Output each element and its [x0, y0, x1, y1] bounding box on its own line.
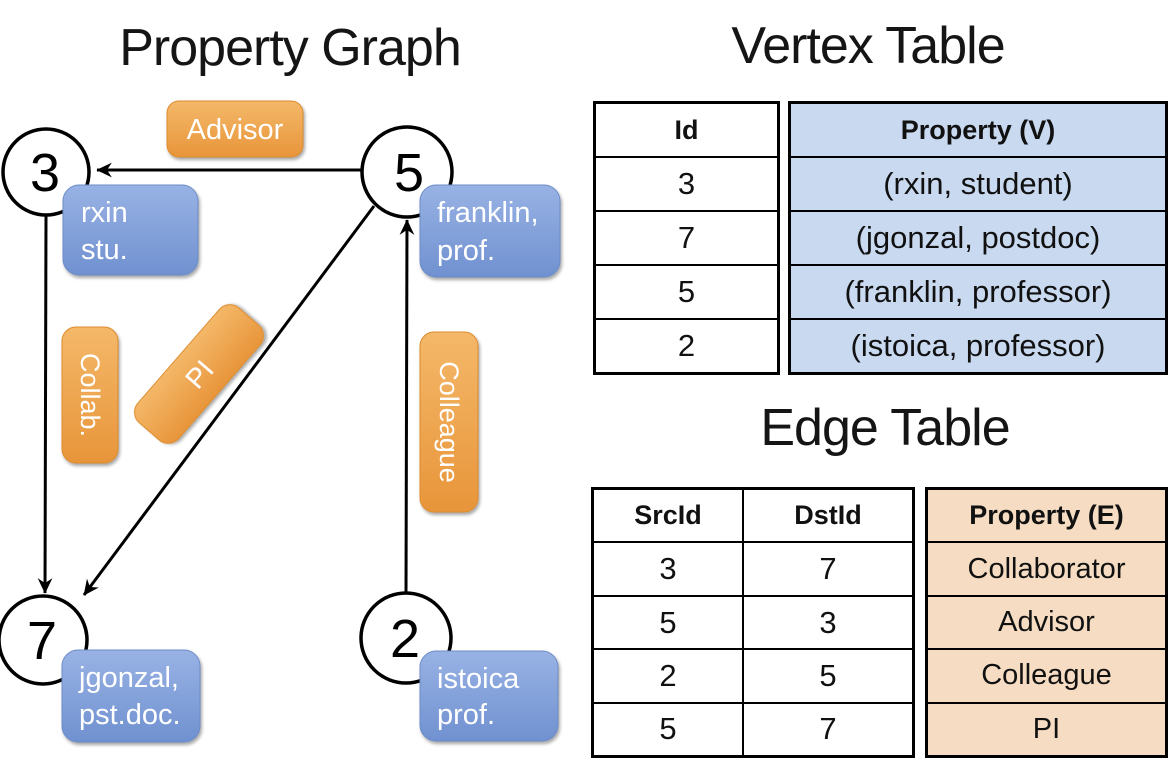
edge-table-title: Edge Table: [760, 399, 1010, 457]
edge-label-collab-text: Collab.: [75, 353, 105, 437]
edge-table-property-cell: PI: [928, 701, 1165, 756]
edge-table-dstid-cell: 7: [819, 711, 837, 747]
edge-table-header-dstid: DstId: [794, 500, 862, 531]
vertex-prop-3-line2: stu.: [81, 234, 128, 266]
vertex-prop-box-5: franklin, prof.: [419, 184, 561, 278]
edge-table-srcid-cell: 3: [594, 543, 744, 595]
property-graph-diagram: 3 5 7 2 Advisor Collab. PI Collea: [0, 100, 561, 743]
edge-table-dstid-cell: 7: [819, 551, 837, 587]
vertex-table-property-cell: (rxin, student): [791, 156, 1165, 210]
edge-table-dstid-cell: 3: [819, 604, 837, 640]
vertex-prop-5-line2: prof.: [437, 235, 495, 267]
vertex-prop-box-3: rxin stu.: [62, 184, 199, 276]
vertex-prop-5-line1: franklin,: [437, 197, 539, 229]
edge-table-header-srcid: SrcId: [594, 490, 744, 542]
vertex-prop-7-line1: jgonzal,: [78, 662, 179, 694]
edge-table-property-cell: Colleague: [928, 648, 1165, 702]
edge-table-srcid-cell: 5: [594, 703, 744, 756]
vertex-table-id-cell: 3: [596, 156, 777, 210]
edge-table-srcid-cell: 5: [594, 596, 744, 649]
vertex-prop-box-2: istoica prof.: [419, 650, 559, 742]
edge-label-colleague-text: Colleague: [434, 361, 464, 483]
vertex-prop-3-line1: rxin: [81, 197, 128, 229]
edge-label-advisor: Advisor: [166, 100, 304, 158]
vertex-prop-2-line1: istoica: [437, 663, 520, 695]
edge-table-property-cell: Collaborator: [928, 541, 1165, 595]
edge-table-header-property: Property (E): [928, 490, 1165, 542]
edge-label-advisor-text: Advisor: [187, 114, 284, 146]
vertex-id-5: 5: [394, 143, 424, 203]
vertex-table-id-cell: 2: [596, 318, 777, 372]
vertex-table-id-cell: 7: [596, 210, 777, 264]
vertex-table-property-cell: (franklin, professor): [791, 264, 1165, 318]
vertex-id-7: 7: [27, 611, 57, 671]
vertex-table-title: Vertex Table: [731, 17, 1005, 75]
vertex-table-property-cell: (istoica, professor): [791, 318, 1165, 372]
edge-table-src-dst-columns: SrcId DstId 3 7 5 3 2 5 5 7: [591, 487, 915, 758]
vertex-id-3: 3: [30, 143, 60, 203]
edge-table-srcid-cell: 2: [594, 650, 744, 702]
vertex-prop-7-line2: pst.doc.: [79, 699, 181, 731]
vertex-prop-box-7: jgonzal, pst.doc.: [61, 649, 201, 743]
edge-collaborator-3-to-7: [37, 214, 53, 594]
edge-table-property-cell: Advisor: [928, 594, 1165, 649]
edge-pi-5-to-7: [82, 205, 376, 596]
vertex-table-id-column: Id 3 7 5 2: [593, 101, 780, 375]
vertex-table-header-property: Property (V): [791, 104, 1165, 156]
vertex-id-2: 2: [390, 609, 420, 669]
edge-colleague-2-to-5: [399, 219, 415, 594]
edge-label-collab: Collab.: [61, 326, 119, 464]
edge-table-dstid-cell: 5: [819, 657, 837, 693]
edge-label-pi: PI: [134, 304, 264, 444]
edge-table-property-column: Property (E) Collaborator Advisor Collea…: [925, 487, 1168, 758]
vertex-table-id-cell: 5: [596, 264, 777, 318]
property-graph-title: Property Graph: [119, 19, 462, 77]
vertex-table-property-column: Property (V) (rxin, student) (jgonzal, p…: [788, 101, 1168, 375]
vertex-table-header-id: Id: [674, 114, 699, 145]
edge-label-colleague: Colleague: [419, 331, 479, 513]
vertex-table-property-cell: (jgonzal, postdoc): [791, 210, 1165, 264]
vertex-prop-2-line2: prof.: [437, 699, 495, 731]
